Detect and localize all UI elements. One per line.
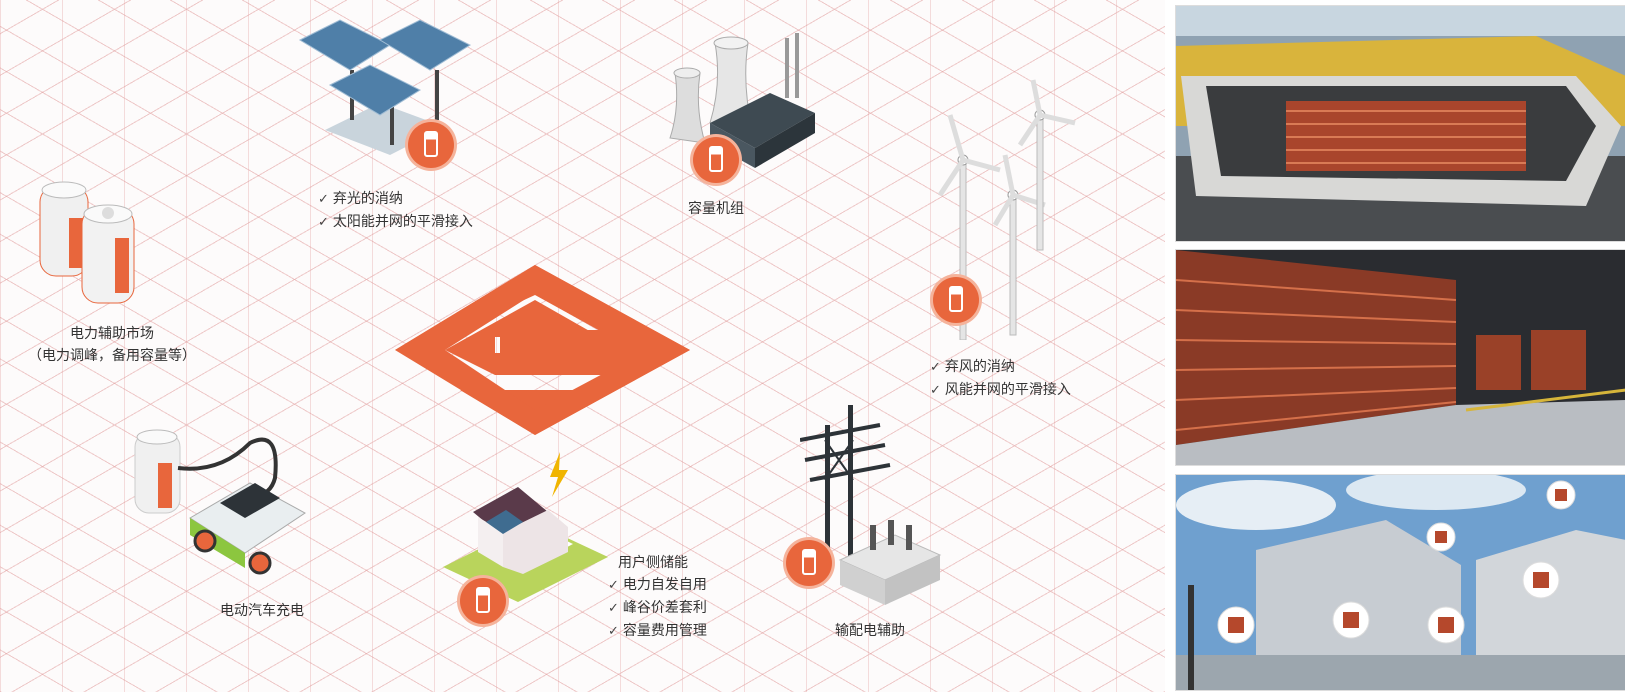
battery-badge-house xyxy=(460,578,506,624)
photo-storage-container xyxy=(1175,5,1625,242)
transmission-label: 输配电辅助 xyxy=(835,623,905,639)
ev-label: 电动汽车充电 xyxy=(220,603,304,619)
photo-commercial-building xyxy=(1175,474,1625,691)
check-icon: ✓ xyxy=(318,192,329,207)
ev-charging-illustration xyxy=(134,429,306,575)
battery-badge-solar xyxy=(408,122,454,168)
transmission-illustration xyxy=(800,405,942,605)
battery-badge-wind xyxy=(933,277,979,323)
wind-turbines-illustration xyxy=(937,79,1076,340)
check-icon: ✓ xyxy=(930,383,941,398)
battery-warehouse-image xyxy=(1176,250,1625,465)
check-icon: ✓ xyxy=(930,360,941,375)
aux-market-line1: 电力辅助市场 xyxy=(70,326,154,342)
check-icon: ✓ xyxy=(608,624,619,639)
capacity-label: 容量机组 xyxy=(688,201,744,217)
user-storage-item-2: 峰谷价差套利 xyxy=(622,600,707,616)
battery-cells-illustration xyxy=(39,181,135,304)
storage-container-image xyxy=(1176,6,1625,241)
battery-badge-transmission xyxy=(786,540,832,586)
check-icon: ✓ xyxy=(608,578,619,593)
aux-market-line2: （电力调峰，备用容量等） xyxy=(28,348,196,364)
wind-benefits: ✓弃风的消纳 ✓风能并网的平滑接入 xyxy=(930,356,1071,402)
battery-badge-plant xyxy=(693,137,739,183)
check-icon: ✓ xyxy=(608,601,619,616)
aux-market-label: 电力辅助市场 （电力调峰，备用容量等） xyxy=(22,323,202,367)
user-storage-block: 用户侧储能 ✓电力自发自用 ✓峰谷价差套利 ✓容量费用管理 xyxy=(608,552,707,643)
commercial-building-image xyxy=(1176,475,1625,690)
wind-item-2: 风能并网的平滑接入 xyxy=(944,382,1071,398)
photo-battery-warehouse xyxy=(1175,249,1625,466)
check-icon: ✓ xyxy=(318,215,329,230)
power-plant-illustration xyxy=(669,33,815,168)
user-storage-title: 用户侧储能 xyxy=(618,555,688,571)
solar-item-2: 太阳能并网的平滑接入 xyxy=(332,214,473,230)
house-illustration xyxy=(443,452,608,602)
solar-item-1: 弃光的消纳 xyxy=(332,191,403,207)
user-storage-item-3: 容量费用管理 xyxy=(622,623,707,639)
center-logo xyxy=(395,265,690,435)
energy-storage-diagram: ✓弃光的消纳 ✓太阳能并网的平滑接入 容量机组 ✓弃风的消纳 ✓风能并网的平滑接… xyxy=(0,0,1165,692)
solar-benefits: ✓弃光的消纳 ✓太阳能并网的平滑接入 xyxy=(318,188,473,234)
user-storage-item-1: 电力自发自用 xyxy=(622,577,707,593)
wind-item-1: 弃风的消纳 xyxy=(944,359,1015,375)
